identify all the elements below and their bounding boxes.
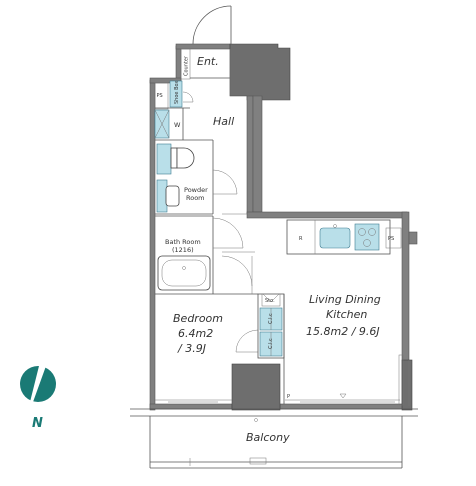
ps-right-box bbox=[385, 227, 402, 249]
kitchen-counter bbox=[286, 219, 391, 255]
ps-left-box bbox=[154, 82, 169, 110]
ldk-area: 15.8m2 / 9.6J bbox=[306, 325, 380, 338]
bath-room: Bath Room (1216) bbox=[155, 215, 258, 295]
toilet-tank bbox=[156, 143, 172, 175]
ldk: Living Dining Kitchen 15.8m2 / 9.6J bbox=[306, 293, 410, 406]
closet-2-label: C.l.c bbox=[268, 338, 274, 349]
balcony: Balcony bbox=[130, 408, 418, 469]
washer-label: W bbox=[174, 121, 181, 129]
cooktop bbox=[354, 223, 380, 251]
balcony-label: Balcony bbox=[246, 431, 290, 444]
ps-left-label: PS bbox=[157, 93, 163, 99]
shoe-box bbox=[169, 80, 183, 108]
pipe-label: P bbox=[287, 394, 290, 400]
bedroom-tatami: / 3.9J bbox=[177, 342, 206, 355]
kitchen: R PS bbox=[286, 219, 402, 255]
kitchen-sink bbox=[319, 227, 351, 249]
refrigerator-label: R bbox=[299, 236, 303, 242]
bedroom: Bedroom 6.4m2 / 3.9J bbox=[173, 312, 259, 355]
powder-room-label-2: Room bbox=[186, 194, 205, 202]
bedroom-area: 6.4m2 bbox=[178, 327, 213, 340]
bath-room-label-2: (1216) bbox=[172, 246, 194, 254]
compass-label: N bbox=[32, 416, 43, 431]
hall-label: Hall bbox=[213, 115, 234, 128]
shoe-box-area: PS Shoe Box bbox=[154, 80, 194, 110]
counter-box bbox=[180, 48, 191, 80]
north-compass: N bbox=[20, 366, 56, 431]
entrance-label: Ent. bbox=[197, 55, 219, 68]
bathtub bbox=[157, 255, 211, 291]
closet-1-label: C.l.c bbox=[268, 313, 274, 324]
storage-label: Sto. bbox=[265, 298, 275, 304]
powder-room-label-1: Powder bbox=[184, 186, 208, 194]
ps-right-label: PS bbox=[388, 236, 394, 242]
entrance-area: Counter Ent. bbox=[180, 5, 232, 96]
windows-bottom: P bbox=[155, 393, 400, 403]
entrance-door-arc bbox=[192, 5, 232, 45]
counter-label: Counter bbox=[184, 55, 190, 76]
toilet-bowl bbox=[176, 147, 195, 169]
ldk-name: Living Dining bbox=[309, 293, 381, 306]
closet-block: Sto. C.l.c C.l.c bbox=[257, 293, 285, 404]
outer-walls bbox=[149, 43, 418, 411]
washer-area: W bbox=[154, 107, 213, 141]
shoe-box-label: Shoe Box bbox=[174, 81, 180, 104]
basin-counter bbox=[156, 179, 168, 213]
basin bbox=[165, 185, 180, 207]
ldk-name-2: Kitchen bbox=[326, 308, 367, 321]
bedroom-name: Bedroom bbox=[173, 312, 223, 325]
bath-room-label-1: Bath Room bbox=[165, 238, 201, 246]
storage-box bbox=[261, 293, 281, 307]
powder-room: Powder Room bbox=[155, 140, 238, 215]
